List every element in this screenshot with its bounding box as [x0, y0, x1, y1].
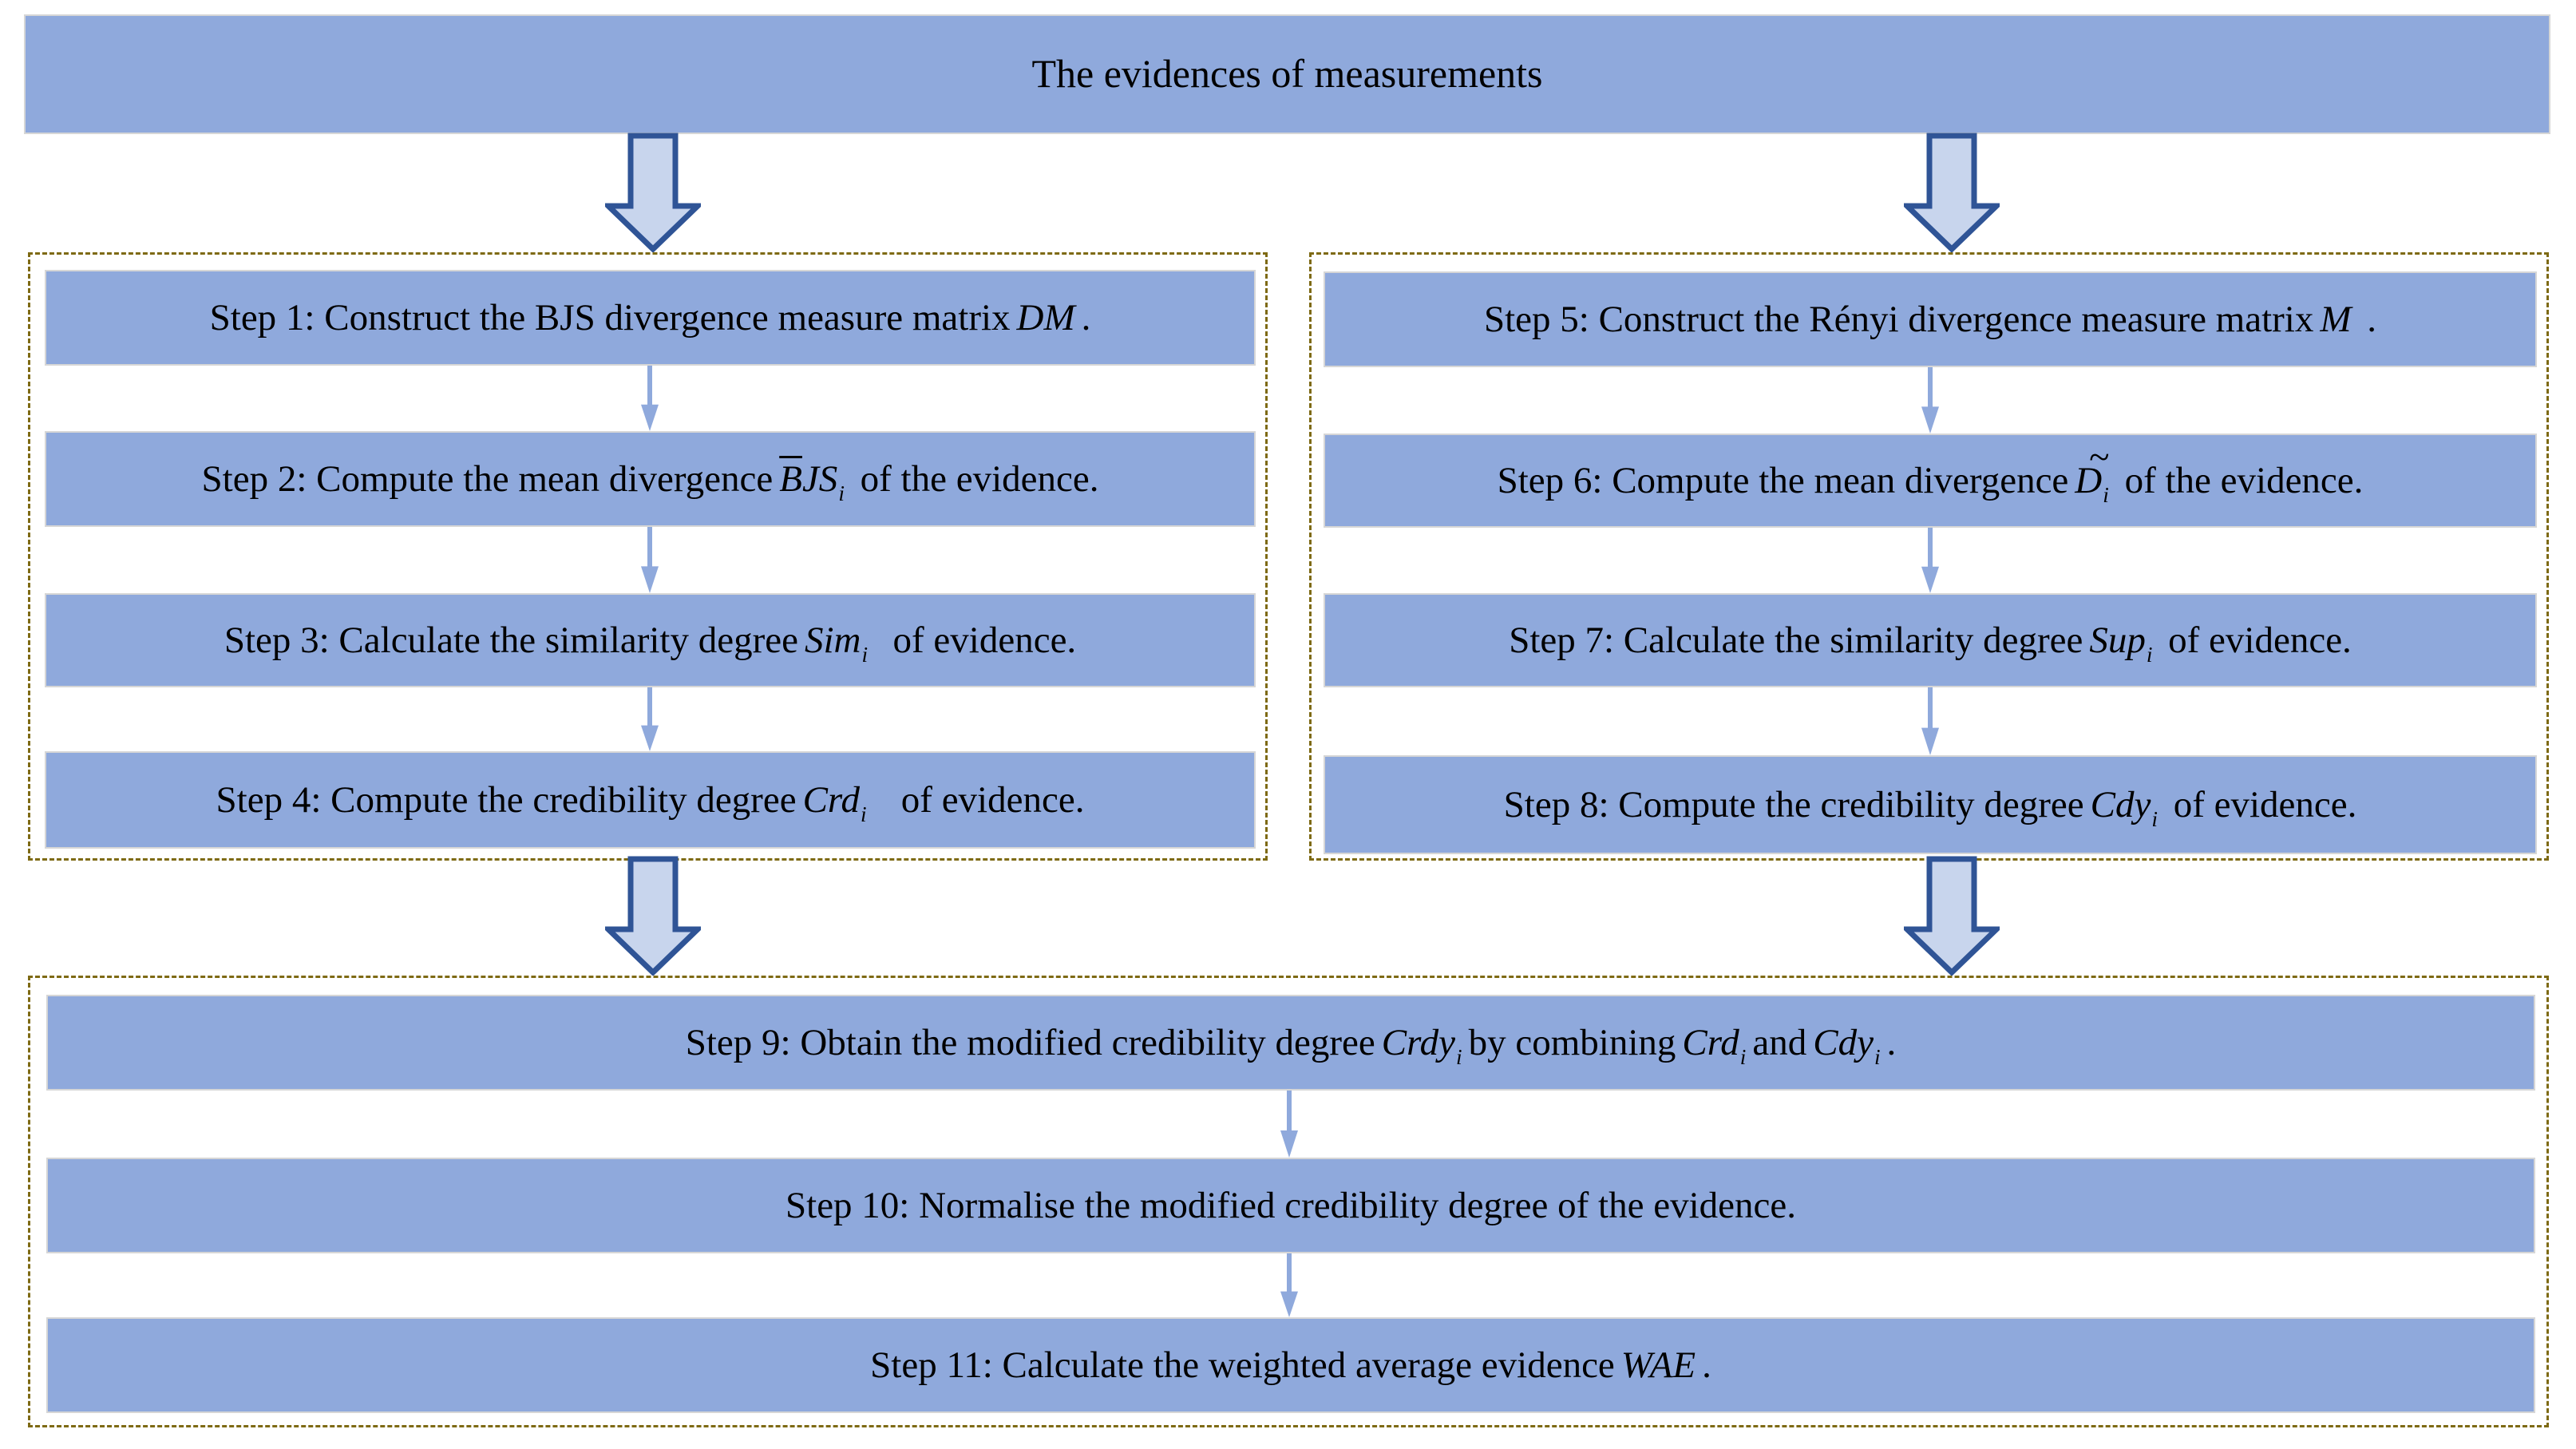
bjs-branch-panel: Step 1: Construct the BJS divergence mea…: [28, 252, 1268, 861]
down-block-arrow-left-top: [605, 133, 701, 252]
down-connector-arrow: [1918, 687, 1942, 755]
down-connector-arrow: [1277, 1091, 1301, 1158]
down-block-arrow-right-middle: [1904, 856, 2000, 976]
down-connector-arrow: [638, 527, 662, 593]
evidences-box-label: The evidences of measurements: [1031, 51, 1543, 97]
evidences-box: The evidences of measurements: [24, 14, 2550, 134]
down-connector-arrow: [1918, 528, 1942, 593]
step-9-text: Step 9: Obtain the modified credibility …: [685, 1021, 1897, 1070]
step-1-box: Step 1: Construct the BJS divergence mea…: [45, 270, 1256, 366]
step-10-box: Step 10: Normalise the modified credibil…: [46, 1158, 2535, 1253]
step-11-text: Step 11: Calculate the weighted average …: [870, 1344, 1711, 1386]
down-connector-arrow: [1277, 1253, 1301, 1317]
step-10-text: Step 10: Normalise the modified credibil…: [785, 1184, 1796, 1226]
step-5-text: Step 5: Construct the Rényi divergence m…: [1483, 298, 2377, 340]
down-connector-arrow: [1918, 367, 1942, 434]
step-6-text: Step 6: Compute the mean divergence~Di o…: [1497, 436, 2364, 508]
down-block-arrow-right-top: [1904, 133, 2000, 252]
down-block-arrow-left-middle: [605, 856, 701, 976]
step-11-box: Step 11: Calculate the weighted average …: [46, 1317, 2535, 1413]
down-connector-arrow: [638, 366, 662, 431]
step-6-box: Step 6: Compute the mean divergence~Di o…: [1324, 434, 2537, 528]
step-1-text: Step 1: Construct the BJS divergence mea…: [209, 296, 1091, 338]
step-9-box: Step 9: Obtain the modified credibility …: [46, 995, 2535, 1091]
renyi-branch-panel: Step 5: Construct the Rényi divergence m…: [1309, 252, 2549, 861]
step-5-box: Step 5: Construct the Rényi divergence m…: [1324, 271, 2537, 367]
down-connector-arrow: [638, 687, 662, 751]
fusion-panel: Step 9: Obtain the modified credibility …: [28, 976, 2549, 1427]
